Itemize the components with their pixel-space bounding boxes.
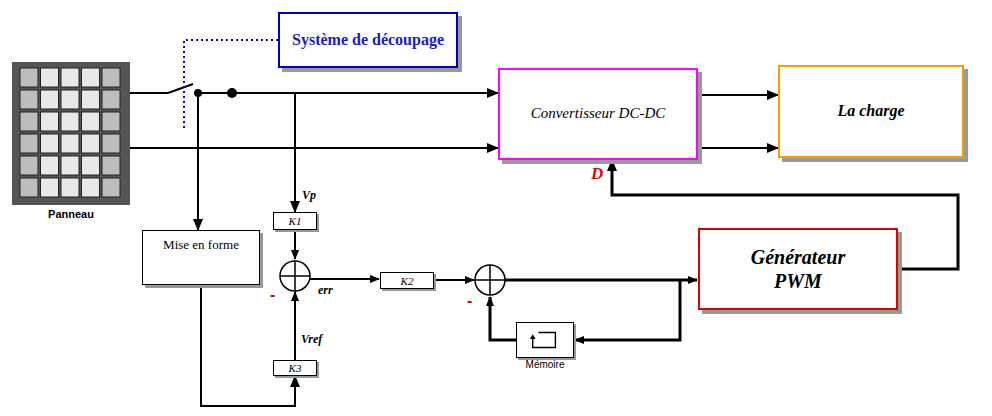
connector <box>130 93 295 212</box>
sign-mark: - <box>467 292 472 310</box>
node-label: Mise en forme <box>159 231 243 259</box>
node-label: Panneau <box>12 208 130 220</box>
node-label: Système de découpage <box>286 29 450 51</box>
memory-block: Mémoire <box>516 322 574 358</box>
gain-box: K3 <box>273 360 317 376</box>
signal-name: err <box>318 283 333 298</box>
signal-name: Vp <box>301 188 317 203</box>
node-label: K2 <box>401 275 414 287</box>
signal-name: Vref <box>301 332 322 347</box>
converter-box: Convertisseur DC-DC <box>498 68 698 160</box>
node-label: La charge <box>787 97 954 126</box>
solar-panel: Panneau <box>12 62 130 205</box>
signal-line <box>505 279 697 282</box>
node-label: Générateur PWM <box>700 241 896 297</box>
summing-junction <box>280 261 310 291</box>
connector <box>130 93 198 230</box>
sign-mark: - <box>270 286 275 304</box>
cutting-system-box: Système de découpage <box>278 12 458 68</box>
connector <box>130 147 498 149</box>
node-label: Convertisseur DC-DC <box>501 100 696 128</box>
panel-grid <box>12 62 130 205</box>
signal-name: D <box>590 164 604 184</box>
signal-line <box>434 279 474 281</box>
connector <box>698 94 778 96</box>
summing-junction <box>475 265 505 295</box>
pwm-generator-box: Générateur PWM <box>698 228 898 310</box>
feedback-line <box>490 297 516 340</box>
switch-blade <box>168 84 193 93</box>
shaping-box: Mise en forme <box>142 230 260 285</box>
node-label: K1 <box>289 215 302 227</box>
connector <box>130 92 498 94</box>
signal-line <box>294 292 296 360</box>
connector <box>201 285 295 406</box>
gain-box: K1 <box>273 212 317 230</box>
load-box: La charge <box>778 65 964 158</box>
node-label: K3 <box>289 362 302 374</box>
memory-icon <box>517 323 573 357</box>
signal-line <box>310 278 379 280</box>
signal-line <box>294 230 296 259</box>
node-label: Mémoire <box>507 359 583 370</box>
gain-box: K2 <box>380 272 434 289</box>
connector <box>698 147 778 149</box>
feedback-line <box>575 280 680 340</box>
